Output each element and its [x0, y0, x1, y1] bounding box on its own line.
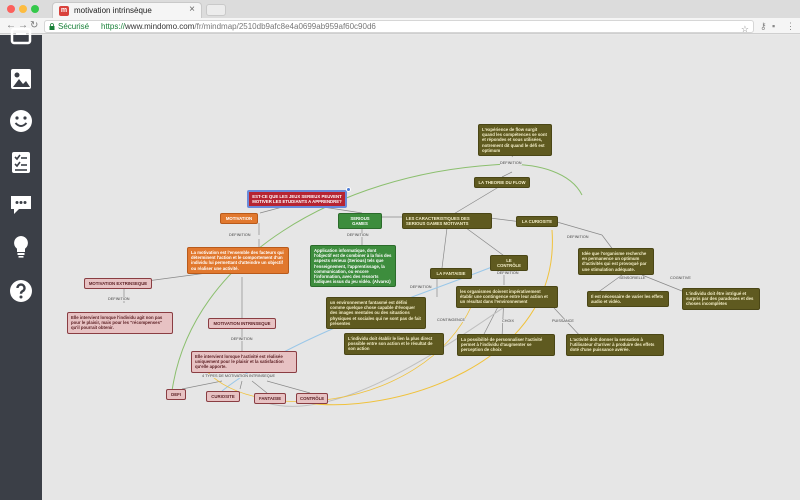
definition-label-controle: DEFINITION [497, 271, 519, 275]
extension-icon[interactable]: ▪ [772, 21, 776, 31]
checklist-icon[interactable] [8, 149, 34, 175]
flow-description-node[interactable]: L'expérience de flow surgit quand les co… [478, 124, 552, 157]
serious-games-definition-node[interactable]: Application informatique, dont l'objecti… [310, 245, 396, 288]
theorie-flow-node[interactable]: LA THEORIE DU FLOW [474, 177, 530, 189]
contingence-description-node[interactable]: L'individu doit établir le lien la plus … [344, 333, 444, 355]
new-tab-button[interactable] [206, 4, 226, 16]
image-icon[interactable] [8, 66, 34, 92]
definition-label-curiosite: DEFINITION [567, 235, 589, 239]
key-icon[interactable]: ⚷ [760, 21, 767, 31]
controle-node[interactable]: LE CONTRÔLE [490, 255, 528, 272]
motivation-definition-node[interactable]: La motivation est l'ensemble des facteur… [187, 247, 289, 274]
forward-icon[interactable]: → [18, 20, 28, 31]
motivation-intrinseque-node[interactable]: MOTIVATION INTRINSEQUE [208, 318, 276, 330]
idea-bulb-icon[interactable] [8, 233, 34, 259]
puissance-label: PUISSANCE [552, 319, 574, 323]
reload-icon[interactable]: ↻ [30, 20, 39, 31]
definition-label: DEFINITION [229, 233, 251, 237]
star-icon[interactable]: ☆ [740, 24, 749, 34]
puissance-description-node[interactable]: L'activité doit donner la sensation à l'… [566, 334, 664, 356]
controle-description-node[interactable]: les organismes doivent impérativement ét… [456, 286, 558, 308]
choix-description-node[interactable]: La possibilité de personnaliser l'activi… [457, 334, 555, 356]
motivation-node[interactable]: MOTIVATION [220, 213, 258, 225]
caracteristiques-node[interactable]: LES CARACTERISTIQUES DES SERIOUS GAMES M… [402, 213, 492, 230]
emoji-icon[interactable] [8, 108, 34, 134]
mindomo-favicon-icon: m [59, 6, 69, 16]
close-window-button[interactable] [7, 5, 15, 13]
curiosite-description-node[interactable]: Idée que l'organisme recherche en perman… [578, 248, 654, 275]
url-protocol: https:// [101, 22, 126, 31]
cognitive-label: COGNITIVE [670, 276, 691, 280]
help-icon[interactable] [8, 278, 34, 304]
definition-label-flow: DEFINITION [500, 161, 522, 165]
url-host: www.mindomo.com [125, 22, 195, 31]
intrinseque-definition-node[interactable]: Elle intervient lorsque l'activité est r… [191, 351, 297, 373]
minimize-window-button[interactable] [19, 5, 27, 13]
selection-handle[interactable] [346, 187, 351, 192]
sensorielle-description-node[interactable]: Il est nécessaire de varier les effets a… [587, 291, 669, 308]
cognitive-description-node[interactable]: L'individu doit être intrigué et surpris… [682, 288, 760, 310]
mindmap-connectors [123, 139, 683, 407]
tab-title: motivation intrinsèque [74, 6, 152, 15]
maximize-window-button[interactable] [31, 5, 39, 13]
browser-tab[interactable]: m motivation intrinsèque × [52, 2, 202, 18]
serious-games-node[interactable]: SERIOUS GAMES [338, 213, 382, 230]
controle-type-node[interactable]: CONTRÔLE [296, 393, 328, 405]
types-label: 4 TYPES DE MOTIVATION INTRINSEQUE [202, 374, 275, 378]
topic-icon[interactable] [8, 25, 34, 51]
tab-close-icon[interactable]: × [189, 4, 195, 15]
secure-label: Sécurisé [58, 22, 90, 31]
menu-icon[interactable]: ⋮ [786, 21, 795, 31]
sensorielle-label: SENSORIELLE [619, 276, 646, 280]
curiosite-node[interactable]: LA CURIOSITE [516, 216, 558, 228]
contingence-label: CONTINGENCE [437, 318, 466, 322]
defi-node[interactable]: DEFI [166, 389, 186, 401]
choix-label: CHOIX [502, 319, 515, 323]
back-icon[interactable]: ← [6, 20, 16, 31]
definition-label-fantaisie: DEFINITION [410, 285, 432, 289]
lock-icon [49, 23, 55, 30]
mindmap-canvas[interactable]: EST-CE QUE LES JEUX SERIEUX PEUVENT MOTI… [42, 35, 800, 500]
motivation-extrinseque-node[interactable]: MOTIVATION EXTRINSEQUE [84, 278, 152, 290]
definition-label-intrinseque: DEFINITION [231, 337, 253, 341]
url-path: /fr/mindmap/2510db9afc8e4a0699ab959af60c… [194, 22, 376, 31]
browser-toolbar: ← → ↻ Sécurisé https://www.mindomo.com/f… [0, 18, 800, 34]
definition-label-sg: DEFINITION [347, 233, 369, 237]
extrinseque-definition-node[interactable]: Elle intervient lorsque l'individu agit … [67, 312, 173, 334]
comment-icon[interactable] [8, 191, 34, 217]
definition-label-extrinseque: DEFINITION [108, 297, 130, 301]
curiosite-type-node[interactable]: CURIOSITE [206, 391, 240, 403]
sidebar [0, 27, 42, 500]
fantaisie-description-node[interactable]: un environnement fantasmé est défini com… [326, 297, 426, 330]
root-node[interactable]: EST-CE QUE LES JEUX SERIEUX PEUVENT MOTI… [247, 190, 347, 209]
fantaisie-node[interactable]: LA FANTAISIE [430, 268, 472, 280]
address-bar[interactable]: Sécurisé https://www.mindomo.com/fr/mind… [44, 20, 754, 34]
fantaisie-type-node[interactable]: FANTAISIE [254, 393, 286, 405]
url-text: https://www.mindomo.com/fr/mindmap/2510d… [101, 22, 376, 31]
tab-bar: m motivation intrinsèque × [0, 0, 800, 18]
